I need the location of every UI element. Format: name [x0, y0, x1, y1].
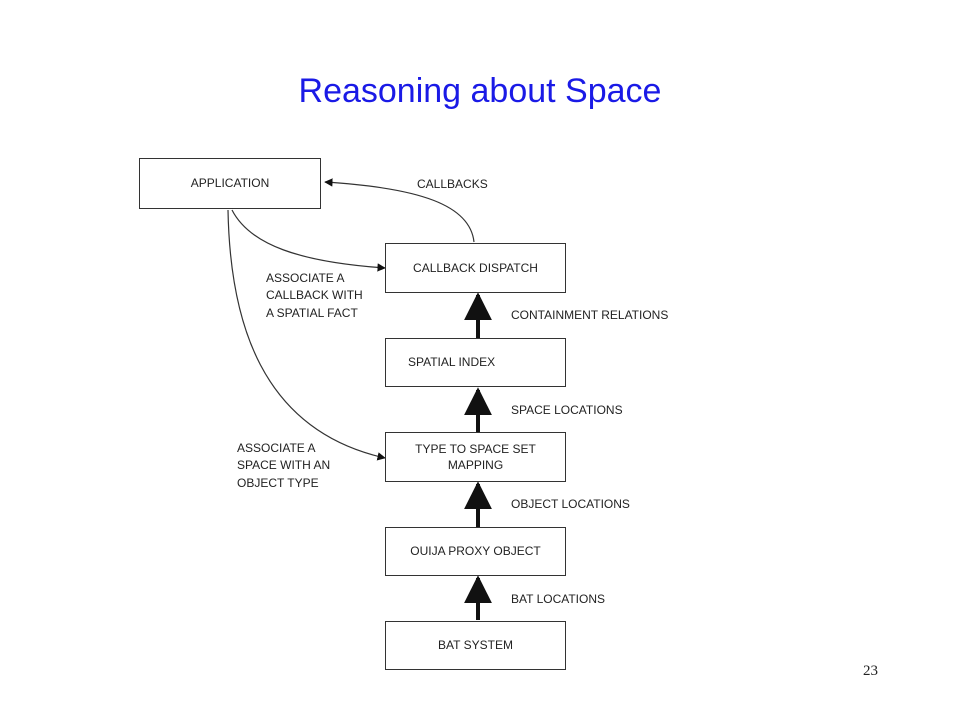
associate-callback-label: ASSOCIATE A CALLBACK WITH A SPATIAL FACT [266, 271, 363, 320]
spatial-index-box: SPATIAL INDEX [385, 338, 566, 387]
arrow-associate-space [227, 209, 386, 461]
type-to-space-box: TYPE TO SPACE SET MAPPING [385, 432, 566, 482]
space-locations-label: SPACE LOCATIONS [511, 403, 623, 417]
object-locations-label: OBJECT LOCATIONS [511, 497, 630, 511]
callback-dispatch-box: CALLBACK DISPATCH [385, 243, 566, 293]
slide-title: Reasoning about Space [298, 72, 662, 110]
page-number: 23 [863, 663, 878, 679]
arrow-callbacks [324, 178, 475, 243]
bat-locations-label: BAT LOCATIONS [511, 592, 606, 606]
callbacks-label: CALLBACKS [417, 177, 488, 191]
application-box: APPLICATION [139, 158, 321, 209]
containment-relations-label: CONTAINMENT RELATIONS [511, 308, 669, 322]
associate-space-label: ASSOCIATE A SPACE WITH AN OBJECT TYPE [237, 441, 331, 490]
ouija-proxy-box: OUIJA PROXY OBJECT [385, 527, 566, 576]
bat-system-box: BAT SYSTEM [385, 621, 566, 670]
arrow-associate-callback [231, 209, 386, 272]
